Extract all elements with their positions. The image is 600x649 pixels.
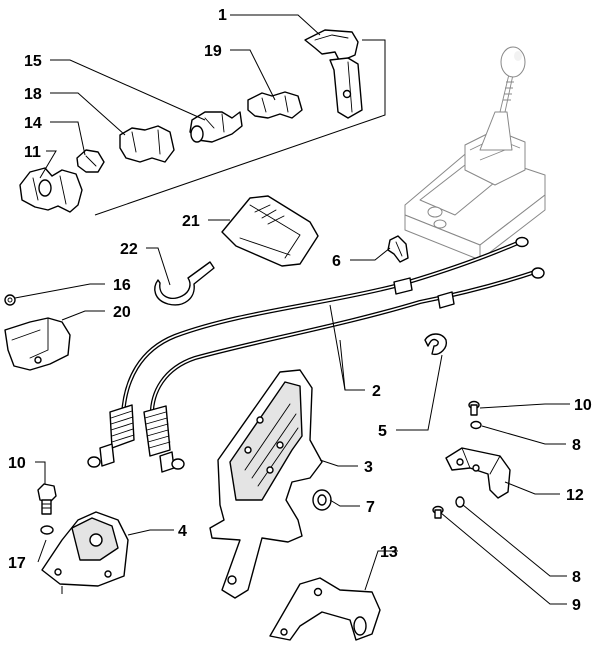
part-9-bolt-lower (432, 505, 444, 519)
callout-6: 6 (332, 253, 341, 270)
part-10-bolt-upper (468, 400, 480, 416)
group-box-outline (94, 39, 386, 216)
part-17-washer (40, 525, 54, 535)
callout-10-left: 10 (8, 455, 26, 472)
callout-17: 17 (8, 555, 26, 572)
part-1-bracket-clip (304, 29, 363, 119)
callout-19: 19 (204, 43, 222, 60)
callout-12: 12 (566, 487, 584, 504)
callout-8-lower: 8 (572, 569, 581, 586)
part-8-washer-lower (455, 496, 465, 508)
callout-21: 21 (182, 213, 200, 230)
part-8-washer-upper (470, 420, 482, 430)
callout-18: 18 (24, 86, 42, 103)
part-22-strap-clip (154, 261, 215, 306)
part-20-bracket (4, 317, 71, 371)
callout-22: 22 (120, 241, 138, 258)
callout-5: 5 (378, 423, 387, 440)
part-13-bracket (269, 577, 381, 641)
part-19-clip (247, 91, 303, 119)
part-21-pad (221, 195, 319, 267)
callout-3: 3 (364, 459, 373, 476)
part-5-clip (424, 333, 447, 355)
part-10-bolt-left (37, 483, 57, 515)
part-6-clip (387, 235, 409, 263)
callout-labels: 1 15 19 18 14 11 21 22 6 16 20 2 5 10 8 … (8, 7, 592, 614)
callout-13: 13 (380, 544, 398, 561)
callout-16: 16 (113, 277, 131, 294)
callout-9: 9 (572, 597, 581, 614)
part-3-mounting-bracket (209, 369, 323, 599)
part-4-bracket (41, 511, 129, 594)
leader-lines (14, 14, 570, 605)
part-7-bushing (312, 489, 332, 511)
callout-2: 2 (372, 383, 381, 400)
part-18-clip (119, 125, 175, 163)
callout-10-upper: 10 (574, 397, 592, 414)
callout-14: 14 (24, 115, 42, 132)
part-12-bracket (445, 447, 511, 499)
part-11-double-clip (19, 167, 83, 213)
gear-shifter-assembly (404, 46, 546, 261)
callout-4: 4 (178, 523, 187, 540)
callout-8-upper: 8 (572, 437, 581, 454)
callout-7: 7 (366, 499, 375, 516)
callout-1: 1 (218, 7, 227, 24)
part-2-gearshift-cables (87, 236, 545, 473)
callout-11: 11 (24, 144, 41, 161)
callout-20: 20 (113, 304, 131, 321)
callout-15: 15 (24, 53, 42, 70)
part-14-clip (76, 149, 105, 173)
part-16-bolt (4, 294, 16, 306)
